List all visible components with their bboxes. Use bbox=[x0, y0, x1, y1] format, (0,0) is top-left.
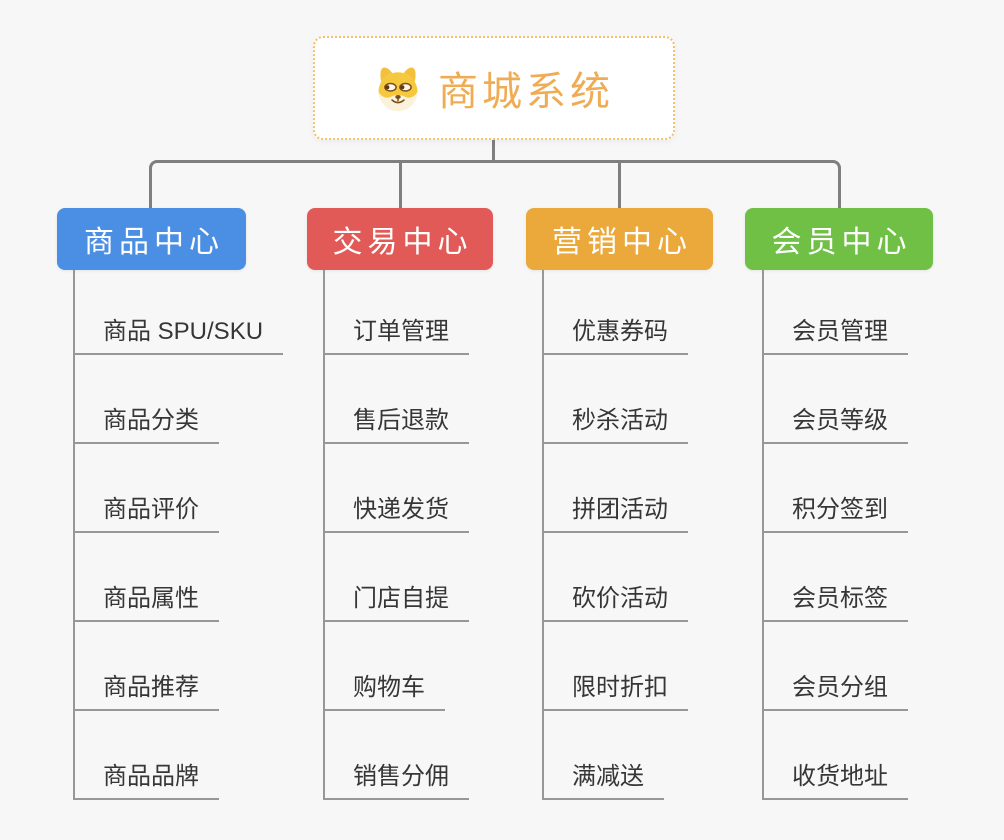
branch-children-product: 商品 SPU/SKU 商品分类 商品评价 商品属性 商品推荐 商品品牌 bbox=[73, 270, 284, 800]
child-row: 商品分类 bbox=[73, 355, 283, 444]
subtopic[interactable]: 满减送 bbox=[542, 756, 664, 800]
subtopic[interactable]: 商品分类 bbox=[73, 400, 219, 444]
child-row: 满减送 bbox=[542, 711, 688, 800]
child-row: 售后退款 bbox=[323, 355, 469, 444]
subtopic[interactable]: 优惠券码 bbox=[542, 311, 688, 355]
child-row: 拼团活动 bbox=[542, 444, 688, 533]
branch-member-center[interactable]: 会员中心 bbox=[745, 208, 933, 270]
subtopic[interactable]: 快递发货 bbox=[323, 489, 469, 533]
child-row: 会员标签 bbox=[762, 533, 908, 622]
branch-product-center[interactable]: 商品中心 bbox=[57, 208, 246, 270]
subtopic[interactable]: 商品推荐 bbox=[73, 667, 219, 711]
child-row: 收货地址 bbox=[762, 711, 908, 800]
child-row: 商品 SPU/SKU bbox=[73, 270, 284, 355]
connector-rail bbox=[149, 160, 841, 209]
branch-label: 营销中心 bbox=[552, 226, 692, 259]
branch-label: 商品中心 bbox=[84, 226, 224, 259]
child-row: 积分签到 bbox=[762, 444, 908, 533]
subtopic[interactable]: 商品评价 bbox=[73, 489, 219, 533]
subtopic[interactable]: 商品属性 bbox=[73, 578, 219, 622]
subtopic[interactable]: 商品品牌 bbox=[73, 756, 219, 800]
child-row: 会员等级 bbox=[762, 355, 908, 444]
child-row: 优惠券码 bbox=[542, 270, 688, 355]
child-row: 会员分组 bbox=[762, 622, 908, 711]
root-title: 商城系统 bbox=[438, 70, 614, 114]
child-row: 订单管理 bbox=[323, 270, 469, 355]
connector-drop-trade bbox=[399, 163, 402, 209]
child-row: 快递发货 bbox=[323, 444, 469, 533]
subtopic[interactable]: 会员分组 bbox=[762, 667, 908, 711]
branch-marketing-center[interactable]: 营销中心 bbox=[526, 208, 713, 270]
subtopic[interactable]: 限时折扣 bbox=[542, 667, 688, 711]
child-row: 限时折扣 bbox=[542, 622, 688, 711]
child-row: 商品评价 bbox=[73, 444, 283, 533]
branch-children-member: 会员管理 会员等级 积分签到 会员标签 会员分组 收货地址 bbox=[762, 270, 908, 800]
child-row: 商品属性 bbox=[73, 533, 283, 622]
branch-children-marketing: 优惠券码 秒杀活动 拼团活动 砍价活动 限时折扣 满减送 bbox=[542, 270, 688, 800]
branch-label: 交易中心 bbox=[332, 226, 473, 259]
subtopic[interactable]: 订单管理 bbox=[323, 311, 469, 355]
subtopic[interactable]: 会员管理 bbox=[762, 311, 908, 355]
subtopic[interactable]: 销售分佣 bbox=[323, 756, 469, 800]
subtopic[interactable]: 砍价活动 bbox=[542, 578, 688, 622]
subtopic[interactable]: 积分签到 bbox=[762, 489, 908, 533]
subtopic[interactable]: 商品 SPU/SKU bbox=[73, 311, 284, 355]
child-row: 秒杀活动 bbox=[542, 355, 688, 444]
connector-drop-marketing bbox=[618, 163, 621, 209]
child-row: 销售分佣 bbox=[323, 711, 469, 800]
root-topic[interactable]: 商城系统 bbox=[313, 36, 675, 140]
child-row: 购物车 bbox=[323, 622, 469, 711]
subtopic[interactable]: 秒杀活动 bbox=[542, 400, 688, 444]
branch-trade-center[interactable]: 交易中心 bbox=[307, 208, 493, 270]
subtopic[interactable]: 门店自提 bbox=[323, 578, 469, 622]
branch-label: 会员中心 bbox=[771, 226, 912, 259]
child-row: 商品品牌 bbox=[73, 711, 283, 800]
child-row: 会员管理 bbox=[762, 270, 908, 355]
subtopic[interactable]: 购物车 bbox=[323, 667, 445, 711]
child-row: 砍价活动 bbox=[542, 533, 688, 622]
child-row: 门店自提 bbox=[323, 533, 469, 622]
connector-root-stub bbox=[492, 139, 495, 161]
doge-icon bbox=[378, 67, 418, 112]
child-row: 商品推荐 bbox=[73, 622, 283, 711]
subtopic[interactable]: 收货地址 bbox=[762, 756, 908, 800]
branch-children-trade: 订单管理 售后退款 快递发货 门店自提 购物车 销售分佣 bbox=[323, 270, 469, 800]
subtopic[interactable]: 售后退款 bbox=[323, 400, 469, 444]
subtopic[interactable]: 会员标签 bbox=[762, 578, 908, 622]
subtopic[interactable]: 会员等级 bbox=[762, 400, 908, 444]
subtopic[interactable]: 拼团活动 bbox=[542, 489, 688, 533]
